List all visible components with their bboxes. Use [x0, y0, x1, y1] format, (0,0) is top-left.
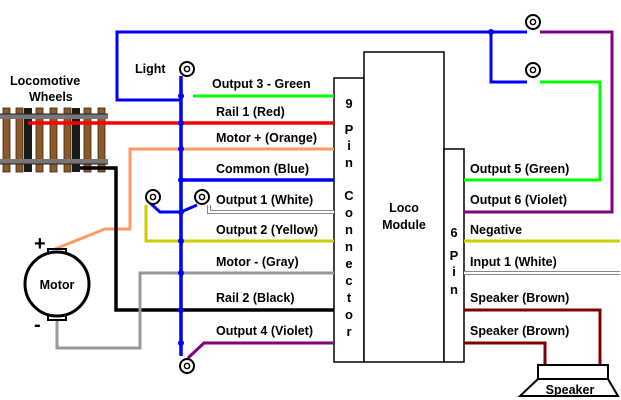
connector6-char: n	[450, 282, 458, 297]
wires-right	[464, 30, 620, 365]
wire-label: Common (Blue)	[216, 162, 309, 176]
bulb-icon	[525, 14, 541, 30]
connector9-char: o	[345, 205, 353, 220]
loco-module-subtitle: Module	[382, 218, 426, 232]
wire-label: Output 6 (Violet)	[470, 193, 567, 207]
connector9-char: e	[345, 256, 352, 271]
wire-motor-plus-orange	[54, 147, 334, 251]
wire-label: Output 1 (White)	[216, 193, 313, 207]
connector9-char: i	[347, 138, 351, 153]
connector9-char: n	[345, 222, 353, 237]
wire-label: Speaker (Brown)	[470, 324, 569, 338]
wire-label: Input 1 (White)	[470, 255, 557, 269]
motor-plus-sign: +	[34, 233, 46, 255]
connector9-char: r	[346, 324, 351, 339]
wire-output6-violet	[464, 30, 614, 214]
connector9-char: 9	[345, 96, 352, 111]
motor-label: Motor	[40, 278, 75, 292]
wire-label: Output 2 (Yellow)	[216, 223, 318, 237]
wire-output2-yellow	[144, 205, 334, 243]
bulb-icon	[179, 61, 195, 77]
loco-module-title: Loco	[389, 201, 419, 215]
connector9-char: t	[347, 290, 352, 305]
wire-output4-violet	[186, 341, 334, 360]
wire-label: Output 5 (Green)	[470, 162, 569, 176]
bulb-icon	[145, 189, 161, 205]
connector9-char: P	[345, 122, 354, 137]
connector6-char: P	[450, 248, 459, 263]
speaker-icon	[517, 364, 620, 397]
wire-speaker2-brown	[464, 341, 547, 365]
bulb-icon	[525, 62, 541, 78]
connector9-char: n	[345, 155, 353, 170]
wire-motor-minus-gray	[55, 271, 334, 350]
wire-label: Speaker (Brown)	[470, 291, 569, 305]
connector9-char: o	[345, 307, 353, 322]
track-icon	[0, 107, 108, 173]
connector6-char: i	[452, 264, 456, 279]
bulb-icon	[179, 358, 195, 374]
wire-label: Output 3 - Green	[212, 77, 311, 91]
junction-dots	[178, 29, 494, 346]
bulb-icon	[194, 189, 210, 205]
wire-label: Negative	[470, 223, 522, 237]
wire-label: Rail 1 (Red)	[216, 105, 285, 119]
left-wire-labels: Output 3 - Green Rail 1 (Red) Motor + (O…	[212, 77, 318, 338]
light-label: Light	[135, 62, 166, 76]
six-pin-connector	[443, 148, 465, 363]
locomotive-title: Locomotive	[10, 74, 80, 88]
wire-label: Motor + (Orange)	[216, 131, 317, 145]
connector9-char: c	[345, 273, 352, 288]
wire-rail2-black	[80, 166, 334, 312]
connector6-char: 6	[450, 225, 457, 240]
nine-pin-letters: 9 P i n C o n n e c t o r	[344, 96, 354, 339]
wire-label: Rail 2 (Black)	[216, 291, 295, 305]
six-pin-letters: 6 P i n	[450, 225, 459, 297]
connector9-char: n	[345, 239, 353, 254]
wire-label: Output 4 (Violet)	[216, 324, 313, 338]
loco-module	[363, 51, 445, 363]
wire-label: Motor - (Gray)	[216, 255, 299, 269]
wire-speaker1-brown	[464, 308, 602, 365]
motor-icon	[23, 248, 91, 321]
right-wire-labels: Output 5 (Green) Output 6 (Violet) Negat…	[470, 162, 569, 338]
connector9-char: C	[344, 188, 354, 203]
wire-output5-green	[464, 80, 602, 182]
wires	[28, 30, 527, 360]
motor-minus-sign: -	[34, 314, 41, 336]
speaker-label: Speaker	[546, 383, 595, 397]
wheels-title: Wheels	[29, 90, 73, 104]
nine-pin-connector	[333, 77, 365, 363]
